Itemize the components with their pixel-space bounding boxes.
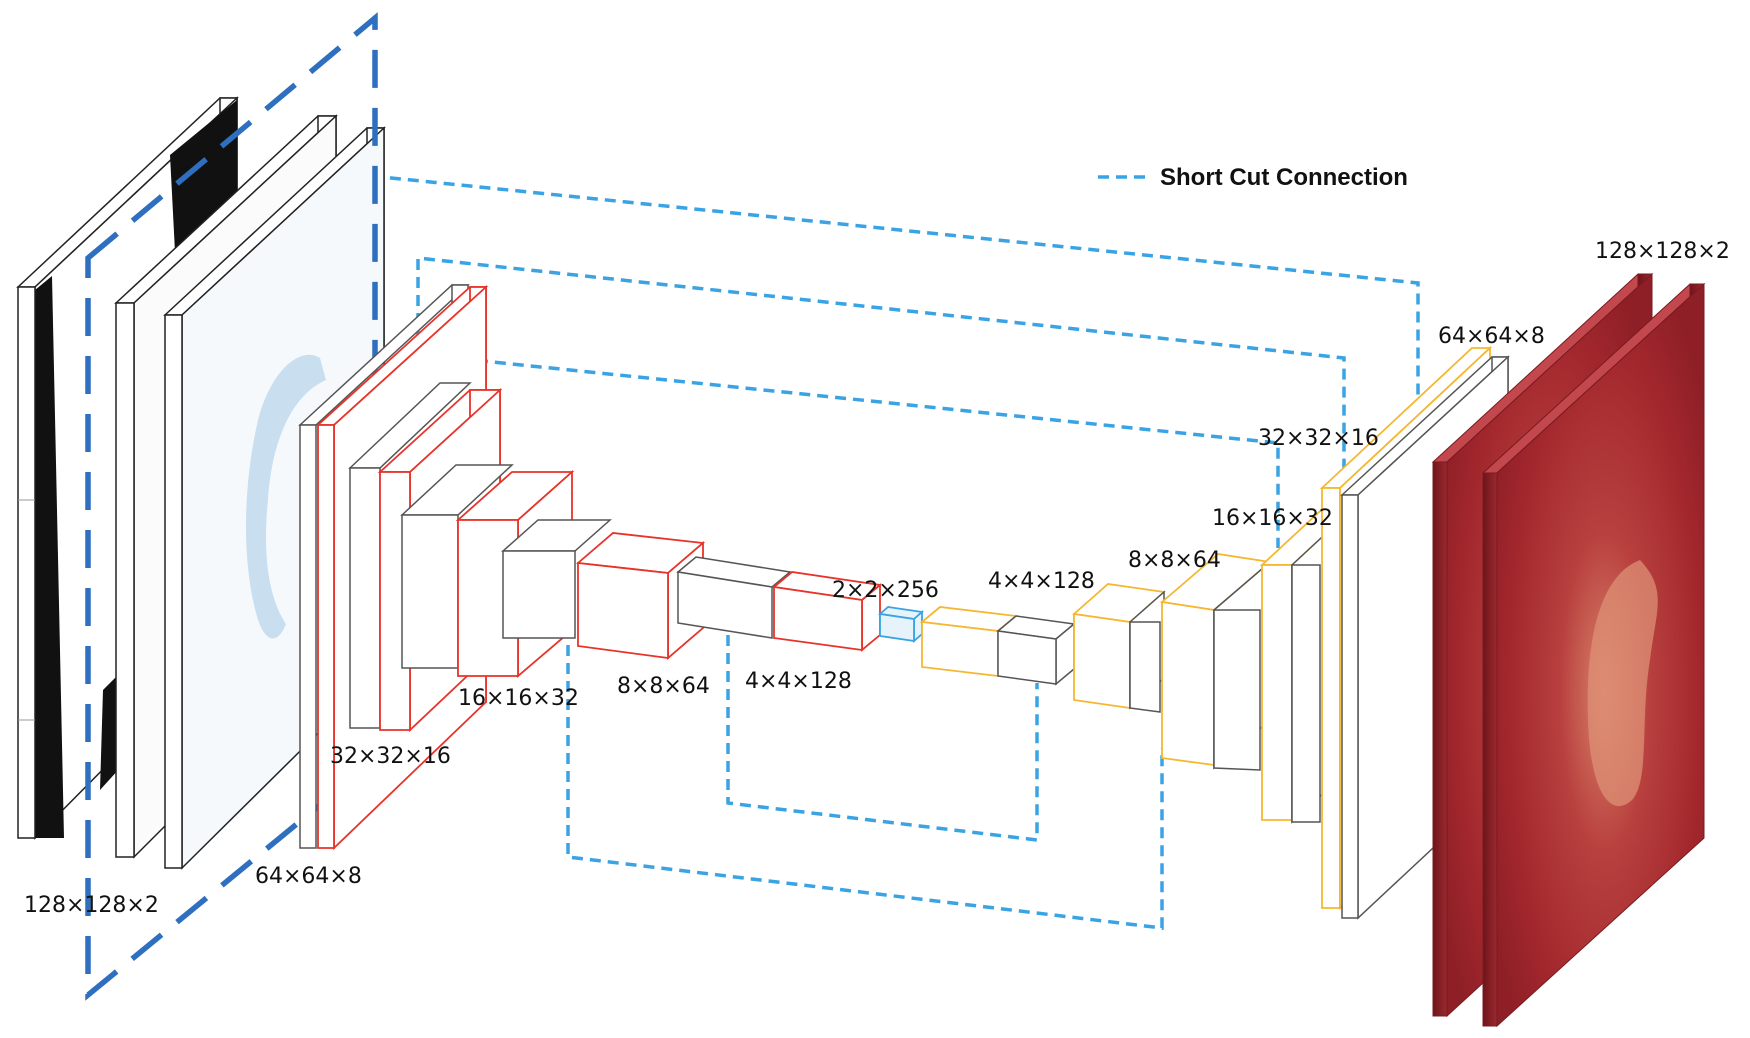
label-dec1: 4×4×128 (988, 569, 1095, 594)
shortcut-connections (371, 174, 1420, 930)
label-dec2: 8×8×64 (1128, 548, 1221, 573)
label-input: 128×128×2 (24, 893, 159, 918)
dimension-labels: 128×128×2 64×64×8 32×32×16 16×16×32 8×8×… (24, 239, 1730, 918)
input-slice-3-shape (245, 354, 326, 639)
input-stack (16, 12, 386, 1001)
label-enc3: 16×16×32 (458, 686, 579, 711)
label-output: 128×128×2 (1595, 239, 1730, 264)
shortcut-enc3-dec3 (471, 358, 1280, 548)
label-dec3: 16×16×32 (1212, 506, 1333, 531)
output-slice-2-shape (1587, 560, 1658, 807)
decoder-block-3 (1159, 553, 1273, 771)
label-enc1: 64×64×8 (255, 864, 362, 889)
bottleneck-block (877, 606, 925, 643)
output-slice-2 (1481, 282, 1706, 1028)
shortcut-enc1-dec5 (371, 174, 1420, 425)
label-enc5: 4×4×128 (745, 669, 852, 694)
shortcut-enc4-dec2 (566, 645, 1164, 930)
label-enc4: 8×8×64 (617, 674, 710, 699)
legend-label: Short Cut Connection (1160, 164, 1408, 191)
encoder-block-4 (501, 519, 706, 660)
decoder-block-1 (919, 606, 1076, 686)
decoder-block-2 (1071, 583, 1167, 713)
output-stack (1431, 272, 1706, 1028)
encoder-block-5 (676, 556, 883, 652)
label-dec5: 64×64×8 (1438, 324, 1545, 349)
label-enc2: 32×32×16 (330, 744, 451, 769)
label-bottleneck: 2×2×256 (832, 578, 939, 603)
legend: Short Cut Connection (1098, 164, 1408, 191)
label-dec4: 32×32×16 (1258, 426, 1379, 451)
shortcut-enc2-dec4 (416, 256, 1346, 555)
